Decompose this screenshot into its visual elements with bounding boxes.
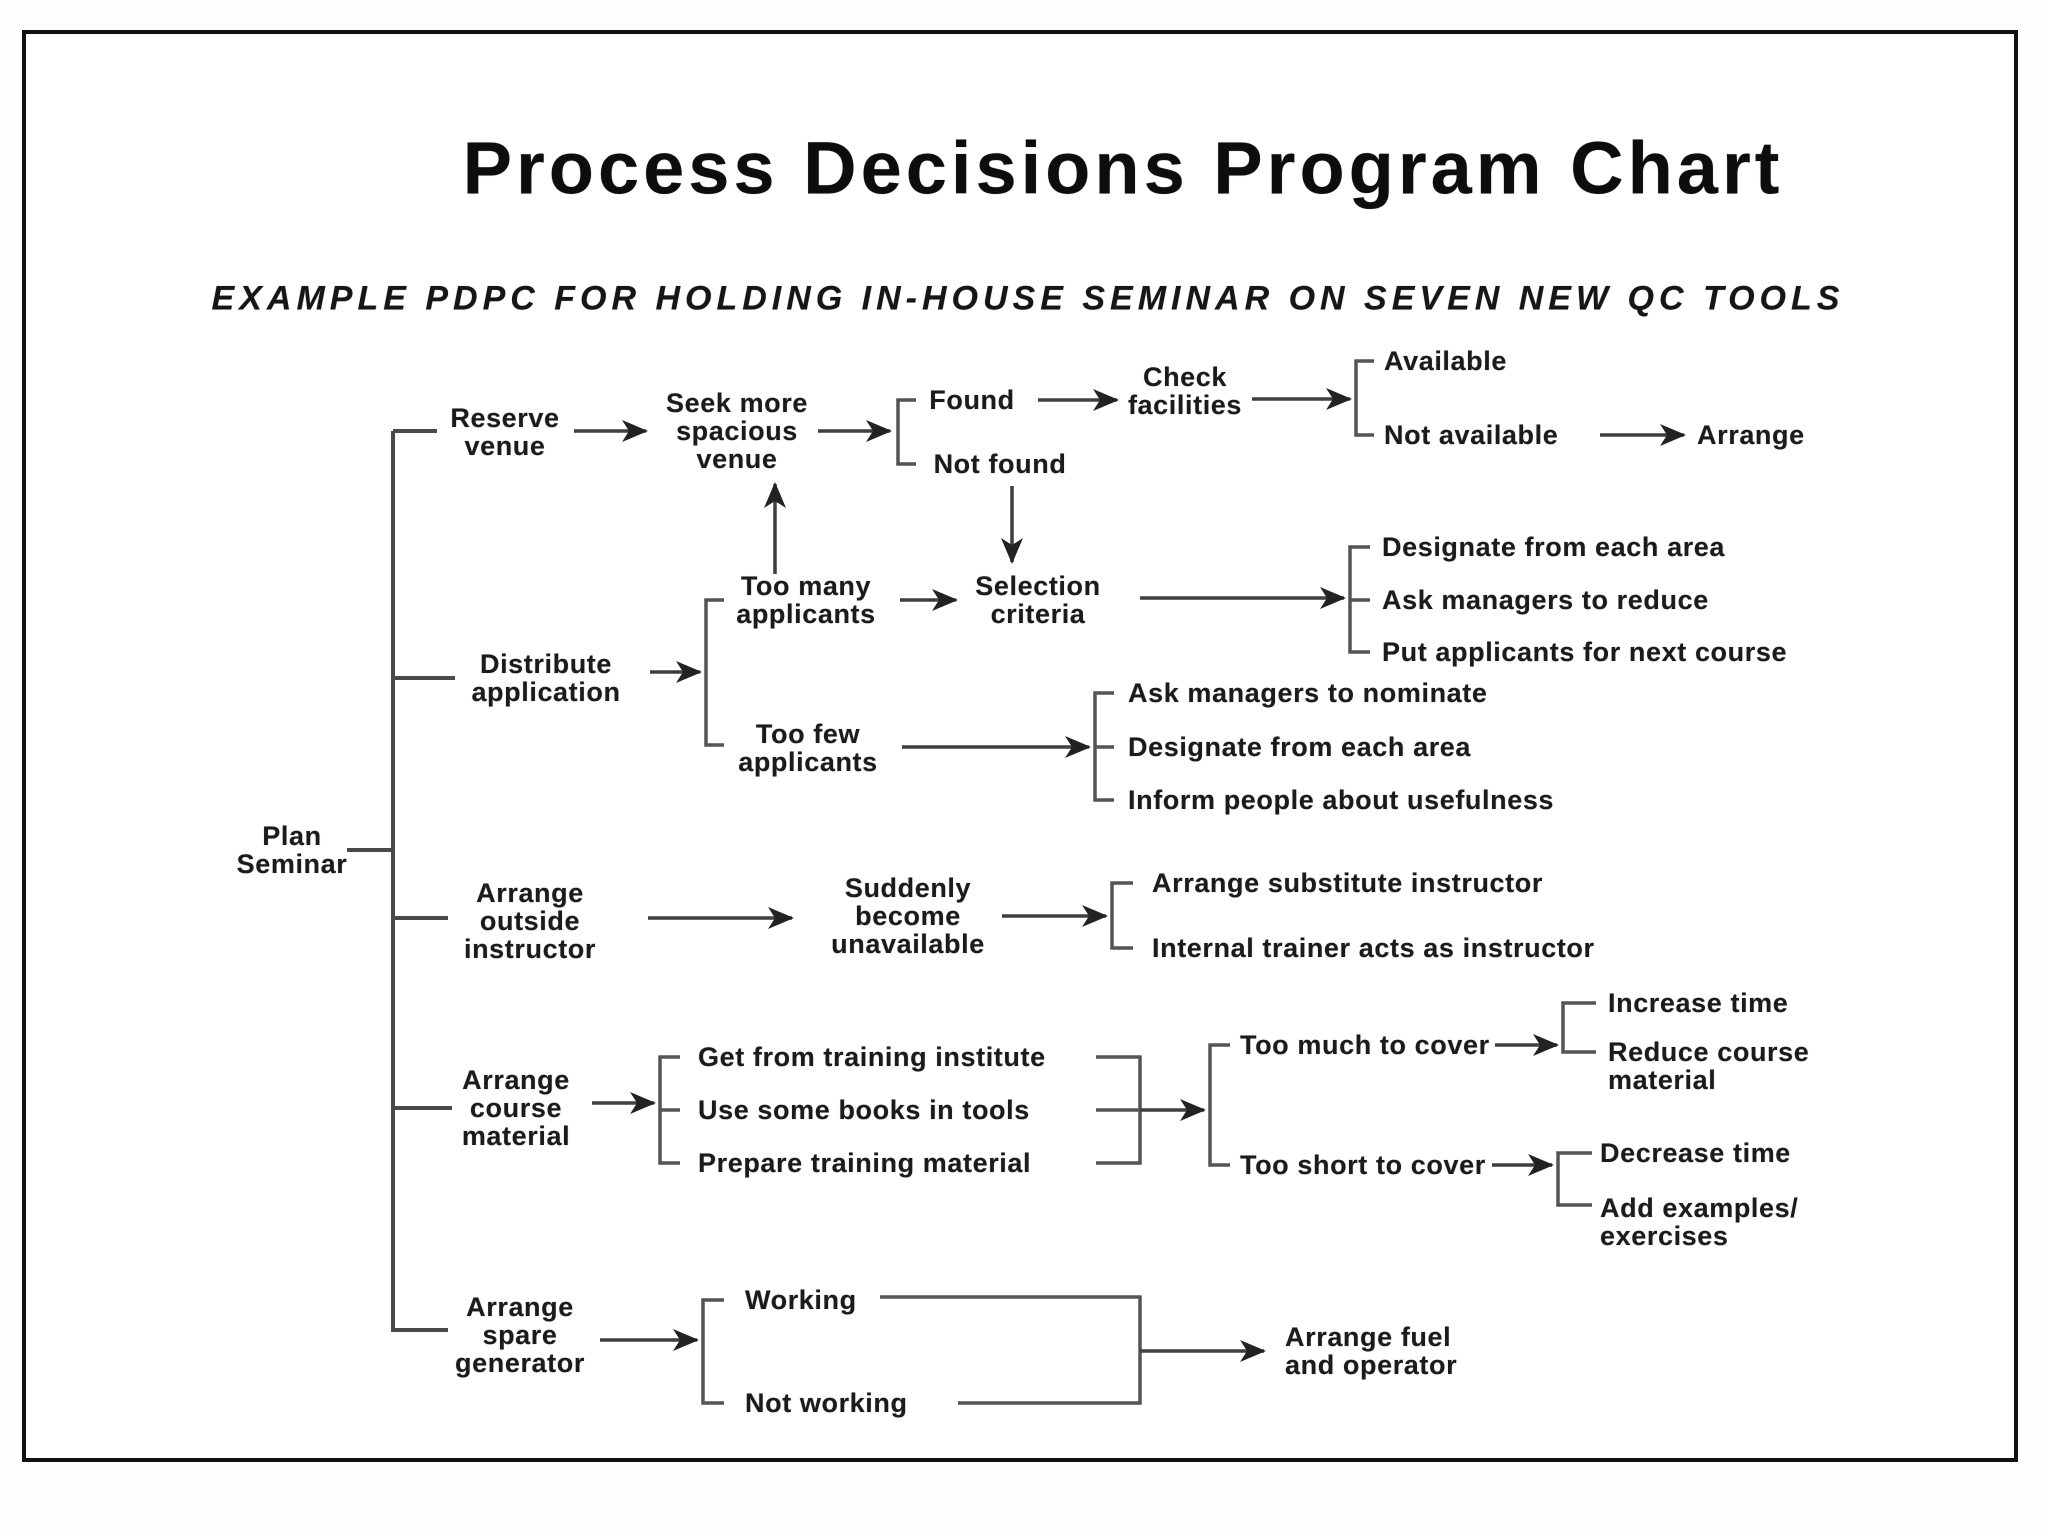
node-increase-time: Increase time [1608, 988, 1789, 1018]
page-title: Process Decisions Program Chart [462, 126, 1784, 210]
node-too-few-applicants: Too few applicants [738, 719, 878, 777]
node-put-applicants-next-course: Put applicants for next course [1382, 637, 1788, 667]
node-internal-trainer: Internal trainer acts as instructor [1152, 933, 1595, 963]
node-arrange-outside-instructor: Arrange outside instructor [463, 878, 597, 964]
node-get-from-training-institute: Get from training institute [698, 1042, 1046, 1072]
node-not-available: Not available [1384, 420, 1559, 450]
node-decrease-time: Decrease time [1600, 1138, 1791, 1168]
node-arrange-fuel-operator: Arrange fuel and operator [1285, 1322, 1458, 1380]
node-not-working: Not working [745, 1388, 908, 1418]
node-reserve-venue: Reserve venue [450, 403, 560, 461]
node-not-found: Not found [933, 449, 1067, 479]
node-too-much-to-cover: Too much to cover [1240, 1030, 1490, 1060]
node-selection-criteria: Selection criteria [975, 571, 1101, 629]
chart-subtitle: EXAMPLE PDPC FOR HOLDING IN-HOUSE SEMINA… [211, 279, 1845, 318]
node-too-short-to-cover: Too short to cover [1240, 1150, 1486, 1180]
node-ask-managers-to-nominate: Ask managers to nominate [1128, 678, 1488, 708]
node-seek-spacious-venue: Seek more spacious venue [666, 388, 808, 474]
node-reduce-course-material: Reduce course material [1608, 1037, 1810, 1095]
node-ask-managers-to-reduce: Ask managers to reduce [1382, 585, 1709, 615]
node-working: Working [745, 1285, 857, 1315]
node-arrange-spare-generator: Arrange spare generator [455, 1292, 585, 1378]
node-check-facilities: Check facilities [1127, 362, 1243, 420]
node-distribute-application: Distribute application [471, 649, 621, 707]
node-designate-from-each-area-2: Designate from each area [1128, 732, 1472, 762]
node-available: Available [1384, 346, 1507, 376]
node-too-many-applicants: Too many applicants [736, 571, 876, 629]
node-arrange-course-material: Arrange course material [461, 1065, 571, 1151]
node-arrange: Arrange [1697, 420, 1805, 450]
node-found: Found [929, 385, 1015, 415]
node-use-some-books: Use some books in tools [698, 1095, 1030, 1125]
node-designate-from-each-area-1: Designate from each area [1382, 532, 1726, 562]
node-arrange-substitute-instructor: Arrange substitute instructor [1152, 868, 1543, 898]
node-plan-seminar: Plan Seminar [236, 821, 348, 879]
node-inform-people-usefulness: Inform people about usefulness [1128, 785, 1555, 815]
node-add-examples-exercises: Add examples/ exercises [1600, 1193, 1799, 1251]
node-prepare-training-material: Prepare training material [698, 1148, 1032, 1178]
node-suddenly-unavailable: Suddenly become unavailable [831, 873, 985, 959]
